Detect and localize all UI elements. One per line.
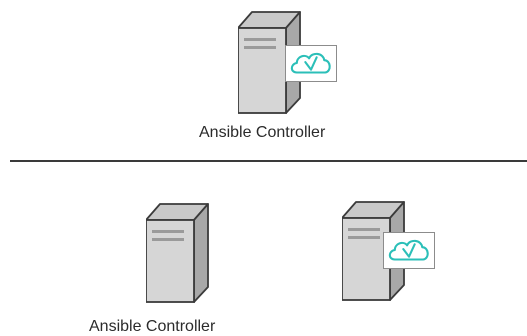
server-icon bbox=[146, 203, 209, 303]
cloud-badge bbox=[285, 45, 337, 82]
server-icon bbox=[342, 201, 405, 301]
bottom-right-node bbox=[300, 170, 527, 335]
cloud-check-icon bbox=[290, 52, 331, 74]
cloud-badge bbox=[383, 232, 435, 269]
cloud-check-icon bbox=[388, 239, 429, 261]
bottom-left-node: Ansible Controller bbox=[0, 170, 260, 335]
divider-line bbox=[10, 160, 527, 162]
top-node: Ansible Controller bbox=[0, 0, 527, 150]
bottom-left-label: Ansible Controller bbox=[89, 318, 216, 335]
top-label: Ansible Controller bbox=[199, 124, 326, 141]
server-icon bbox=[238, 11, 301, 114]
